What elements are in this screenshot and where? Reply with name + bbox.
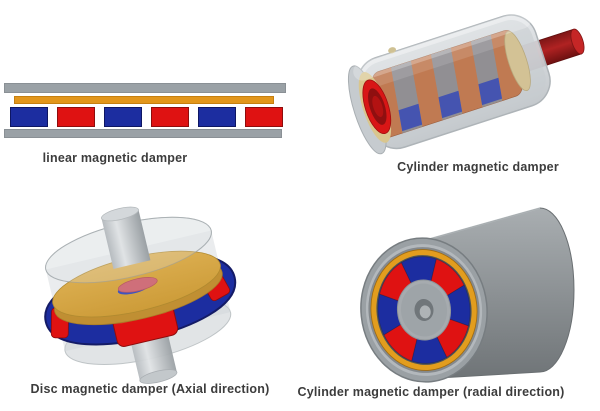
cylinder-axial-top-nub bbox=[388, 47, 397, 54]
linear-bottom-plate bbox=[4, 129, 282, 138]
linear-magnet-block-blue bbox=[104, 107, 142, 127]
cylinder-axial-rotor bbox=[372, 29, 523, 138]
linear-damper-caption: linear magnetic damper bbox=[42, 151, 188, 165]
cylinder-axial-damper-figure bbox=[347, 10, 585, 155]
linear-magnet-block-blue bbox=[10, 107, 48, 127]
disc-center-magnet bbox=[117, 277, 158, 295]
radial-hub bbox=[396, 279, 452, 341]
linear-magnet-block-blue bbox=[198, 107, 236, 127]
cylinder-axial-damper-caption: Cylinder magnetic damper bbox=[397, 160, 559, 174]
linear-conductor-plate bbox=[14, 96, 274, 104]
linear-magnet-block-red bbox=[57, 107, 95, 127]
cylinder-radial-damper-caption: Cylinder magnetic damper (radial directi… bbox=[297, 385, 565, 399]
linear-top-plate bbox=[4, 83, 286, 93]
cylinder-axial-shell-highlight bbox=[353, 10, 531, 81]
cylinder-radial-damper-figure bbox=[360, 207, 575, 383]
linear-magnet-block-red bbox=[151, 107, 189, 127]
linear-damper-figure bbox=[4, 83, 286, 138]
disc-shaft-upper bbox=[101, 206, 151, 269]
disc-axial-damper-caption: Disc magnetic damper (Axial direction) bbox=[30, 382, 270, 396]
linear-magnet-row bbox=[4, 107, 286, 127]
cylinder-radial-face bbox=[360, 237, 488, 383]
linear-magnet-block-red bbox=[245, 107, 283, 127]
cylinder-axial-red-cap bbox=[362, 79, 392, 135]
cylinder-axial-end-cap bbox=[504, 31, 531, 92]
disc-axial-damper-figure bbox=[44, 206, 237, 384]
